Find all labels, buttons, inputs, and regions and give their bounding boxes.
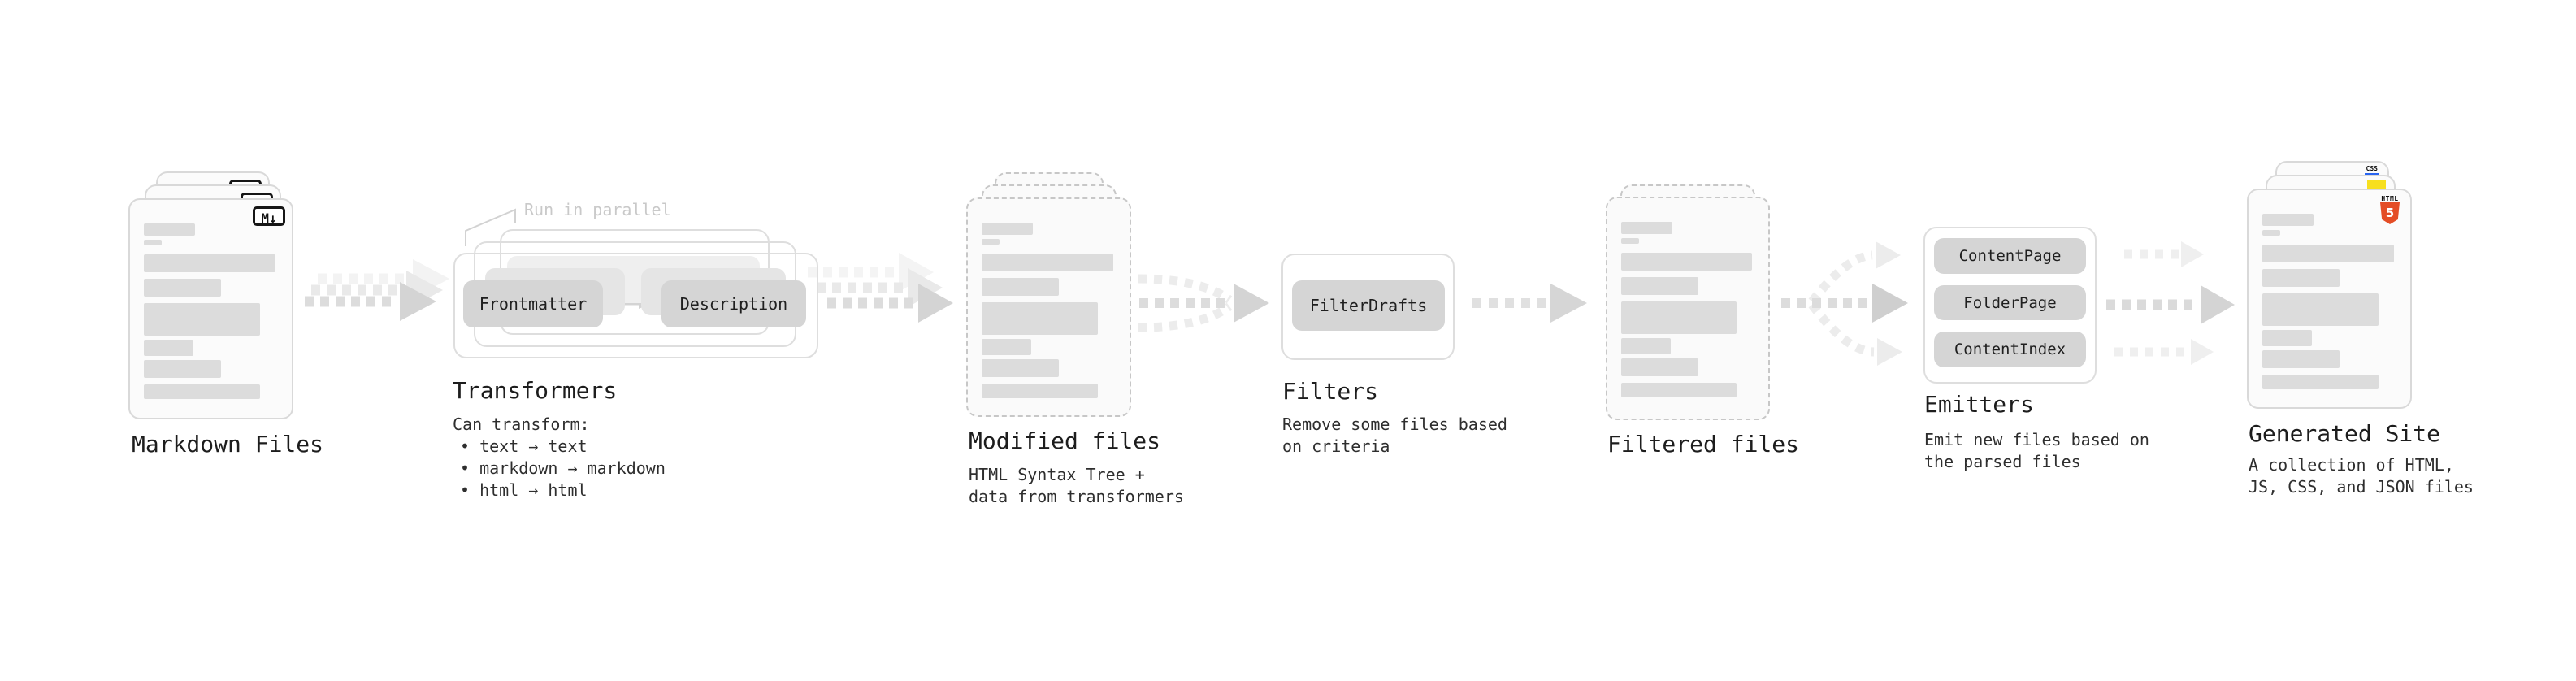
text-placeholder-bars [2262, 214, 2400, 389]
html5-icon-number: 5 [2385, 206, 2395, 220]
arrow-markdown-to-transformers [305, 259, 449, 321]
markdown-icon: M↓ [253, 206, 285, 226]
folderpage-chip: FolderPage [1934, 285, 2086, 320]
modified-file-card-front [966, 197, 1131, 417]
modified-desc-line2: data from transformers [969, 487, 1184, 506]
emitters-desc-line1: Emit new files based on [1924, 430, 2149, 449]
arrow-modified-to-filters-merge [1138, 274, 1269, 332]
modified-files-description: HTML Syntax Tree + data from transformer… [969, 464, 1184, 508]
generated-desc-line2: JS, CSS, and JSON files [2249, 477, 2474, 497]
emitters-label: Emitters [1924, 391, 2034, 418]
text-placeholder-bars [982, 223, 1120, 398]
emitters-frame [1923, 227, 2097, 384]
can-transform-title: Can transform: [453, 414, 590, 434]
emitters-description: Emit new files based on the parsed files [1924, 429, 2149, 473]
modified-files-label: Modified files [969, 427, 1161, 454]
html-file-card: HTML 5 [2247, 189, 2412, 409]
transform-bullet-2: • markdown → markdown [460, 458, 666, 478]
filters-label: Filters [1282, 378, 1379, 405]
transformers-description: Can transform: • text → text • markdown … [453, 414, 666, 501]
arrow-transformers-to-modified [808, 253, 953, 323]
run-in-parallel-note: Run in parallel [524, 200, 671, 219]
html5-icon-word: HTML [2381, 195, 2399, 202]
arrow-emitters-to-generated [2106, 241, 2235, 365]
arrow-filtered-to-emitters-branch [1781, 241, 1908, 366]
filtered-file-card-front [1606, 197, 1770, 420]
transformers-label: Transformers [453, 377, 618, 404]
filters-frame [1281, 254, 1455, 360]
frontmatter-chip: Frontmatter [463, 280, 603, 327]
contentindex-chip: ContentIndex [1934, 332, 2086, 367]
markdown-files-label: Markdown Files [132, 431, 324, 458]
description-chip: Description [661, 280, 806, 327]
filters-description: Remove some files based on criteria [1282, 414, 1507, 458]
generated-site-label: Generated Site [2249, 420, 2441, 447]
emitters-desc-line2: the parsed files [1924, 452, 2081, 471]
filters-desc-line2: on criteria [1282, 436, 1390, 456]
html5-icon: HTML 5 [2379, 195, 2400, 224]
markdown-file-card-front: M↓ [128, 198, 293, 419]
generated-site-description: A collection of HTML, JS, CSS, and JSON … [2249, 454, 2474, 498]
arrow-filters-to-filtered [1472, 284, 1587, 323]
filterdrafts-chip: FilterDrafts [1292, 280, 1445, 331]
text-placeholder-bars [144, 223, 282, 399]
transform-bullet-3: • html → html [460, 480, 588, 500]
generated-desc-line1: A collection of HTML, [2249, 455, 2454, 475]
text-placeholder-bars [1621, 222, 1759, 397]
modified-desc-line1: HTML Syntax Tree + [969, 465, 1145, 484]
contentpage-chip: ContentPage [1934, 238, 2086, 274]
transform-bullet-1: • text → text [460, 436, 588, 456]
js-icon [2367, 180, 2386, 189]
transformer-frame-front [453, 253, 818, 358]
filters-desc-line1: Remove some files based [1282, 414, 1507, 434]
filtered-files-label: Filtered files [1607, 431, 1800, 458]
